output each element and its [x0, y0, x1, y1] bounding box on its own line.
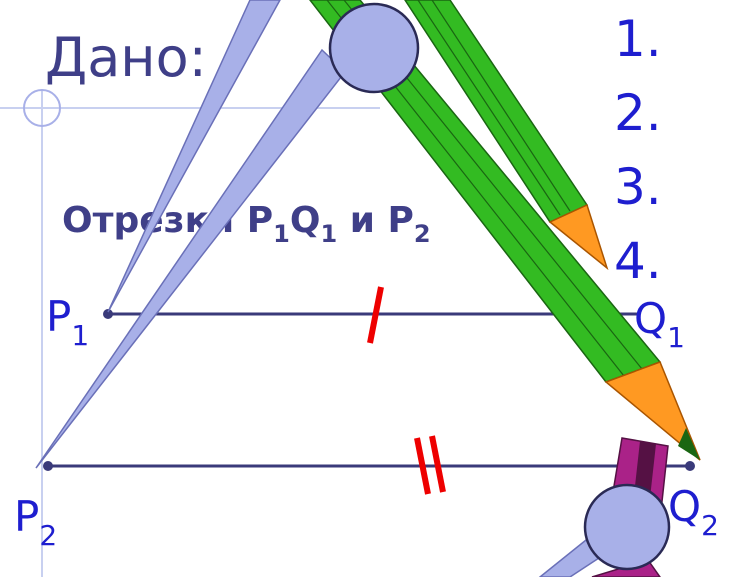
label-q1-index: 1 [667, 321, 685, 354]
decor-circle [23, 89, 61, 127]
compass-top-leg-2 [35, 48, 347, 469]
step-3: 3. [614, 158, 662, 216]
compass-top-hinge [328, 2, 420, 94]
step-2: 2. [614, 84, 662, 142]
tick-mark-double-1 [414, 437, 431, 495]
label-p2: P2 [14, 496, 57, 557]
label-q2-letter: Q [668, 482, 702, 531]
pencil-green-upper [404, 0, 609, 271]
label-q1: Q1 [634, 298, 685, 359]
label-p2-index: 2 [39, 519, 58, 552]
subtitle-sub-3: 2 [413, 220, 431, 248]
step-4: 4. [614, 232, 662, 290]
tick-mark-double-2 [429, 435, 446, 493]
tick-mark-single [367, 286, 384, 344]
slide-title: Дано: [45, 26, 207, 89]
label-p1-letter: P [46, 292, 72, 341]
label-q1-letter: Q [634, 294, 668, 343]
label-q2-index: 2 [701, 509, 719, 542]
label-p2-letter: P [14, 492, 40, 541]
label-p1: P1 [46, 296, 89, 357]
step-1: 1. [614, 10, 662, 68]
subtitle-rest: и P [337, 200, 414, 241]
subtitle-mid: Q [289, 200, 321, 241]
point-p2 [43, 461, 53, 471]
subtitle-sub-2: 1 [320, 220, 338, 248]
compass-top-leg-1 [107, 0, 281, 313]
point-p1 [103, 309, 113, 319]
point-q2 [685, 461, 695, 471]
label-q2: Q2 [668, 486, 719, 547]
label-p1-index: 1 [71, 319, 90, 352]
subtitle-sub-1: 1 [273, 220, 290, 248]
compass-bottom-hinge [583, 483, 671, 571]
